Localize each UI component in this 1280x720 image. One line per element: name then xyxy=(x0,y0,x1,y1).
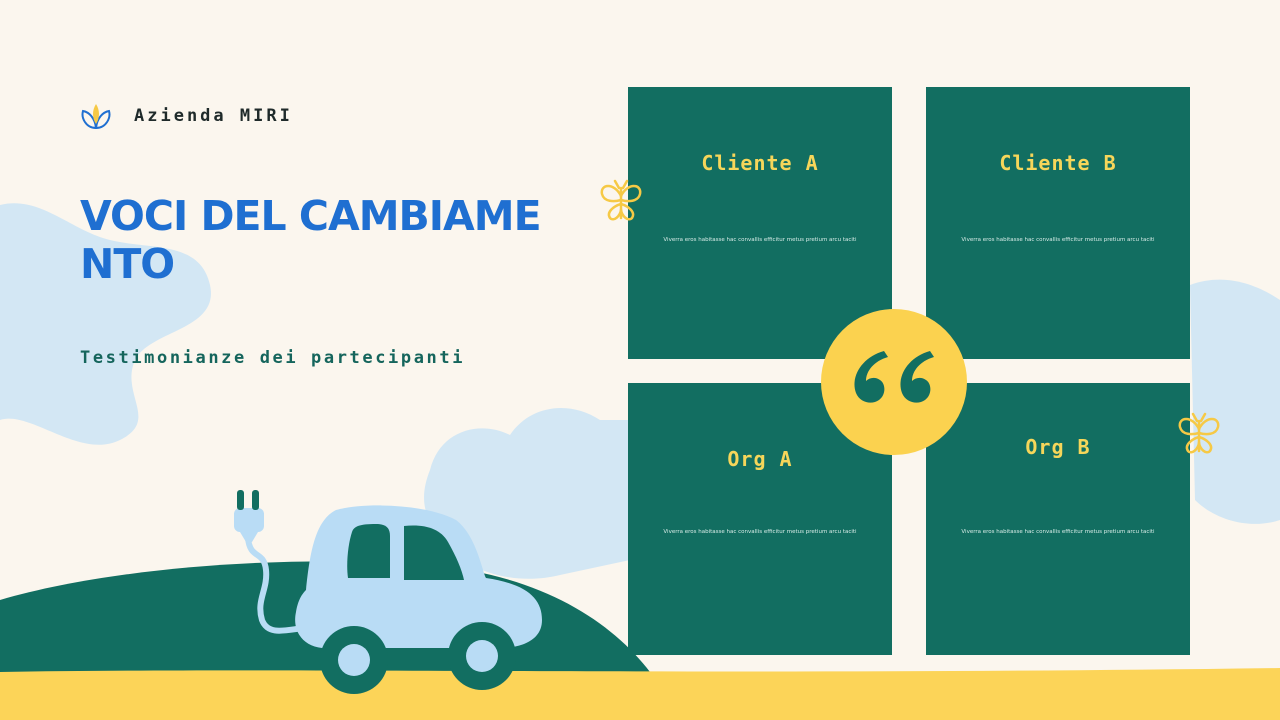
butterfly-icon xyxy=(600,179,642,221)
yellow-ground xyxy=(0,668,1280,720)
card-text: Viverra eros habitasse hac convallis eff… xyxy=(663,529,857,535)
testimonial-card-cliente-b: Cliente B Viverra eros habitasse hac con… xyxy=(926,87,1190,359)
charging-cable xyxy=(245,535,307,634)
car-wheel-rear xyxy=(448,622,516,690)
leaf-logo-icon xyxy=(81,104,111,130)
butterfly-icon xyxy=(1178,412,1220,454)
car-wheel-front xyxy=(320,626,388,694)
card-title: Org B xyxy=(1025,435,1091,459)
quote-marks-icon xyxy=(854,351,934,403)
card-title: Cliente B xyxy=(999,151,1117,175)
quote-badge xyxy=(821,309,967,455)
testimonial-card-org-b: Org B Viverra eros habitasse hac convall… xyxy=(926,383,1190,655)
electric-car-icon xyxy=(234,490,542,694)
blue-blob-left xyxy=(0,203,211,445)
card-title: Cliente A xyxy=(701,151,819,175)
blue-cloud-center xyxy=(424,408,630,579)
slide-subtitle: Testimonianze dei partecipanti xyxy=(80,348,466,368)
card-text: Viverra eros habitasse hac convallis eff… xyxy=(663,237,857,243)
plug-icon xyxy=(234,490,264,542)
brand-name: Azienda MIRI xyxy=(134,106,293,126)
testimonial-card-cliente-a: Cliente A Viverra eros habitasse hac con… xyxy=(628,87,892,359)
car-window-front xyxy=(347,524,390,578)
car-window-rear xyxy=(404,525,464,580)
slide-title: VOCI DEL CAMBIAMENTO xyxy=(80,192,542,288)
blue-blob-right xyxy=(1190,279,1280,524)
brand-header: Azienda MIRI xyxy=(80,102,293,130)
card-text: Viverra eros habitasse hac convallis eff… xyxy=(961,237,1155,243)
card-title: Org A xyxy=(727,447,793,471)
card-text: Viverra eros habitasse hac convallis eff… xyxy=(961,529,1155,535)
